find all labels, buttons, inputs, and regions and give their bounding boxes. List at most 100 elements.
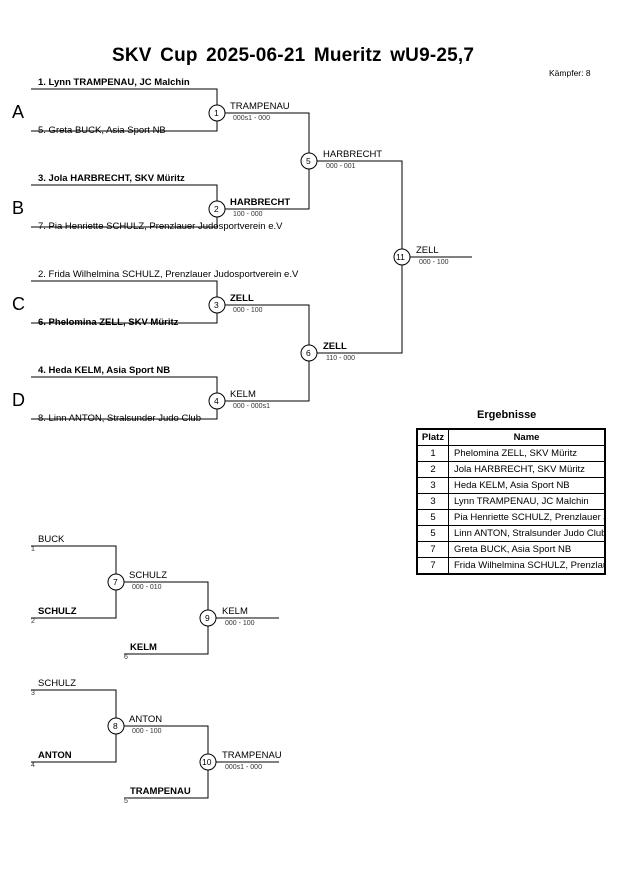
- rep-entry: KELM: [130, 642, 157, 653]
- rep-entry: SCHULZ: [38, 606, 77, 617]
- match-number: 4: [214, 396, 219, 406]
- place-cell: 3: [416, 493, 449, 510]
- group-label-c: C: [12, 294, 25, 314]
- winner-final: ZELL: [416, 245, 439, 256]
- match-number: 7: [113, 577, 118, 587]
- group-label-b: B: [12, 198, 25, 218]
- place-cell: 2: [416, 461, 449, 478]
- score-m10: 000s1 - 000: [225, 764, 262, 771]
- winner-m6: ZELL: [323, 341, 347, 352]
- entry-7: 7. Pia Henriette SCHULZ, Prenzlauer Judo…: [38, 221, 283, 232]
- page-title: SKV Cup 2025-06-21 Mueritz wU9-25,7: [112, 45, 475, 66]
- place-cell: 5: [416, 509, 449, 526]
- rep-entry: TRAMPENAU: [130, 786, 191, 797]
- match-circle-5: [300, 152, 318, 170]
- score-m2: 100 - 000: [233, 211, 263, 218]
- entry-4: 4. Heda KELM, Asia Sport NB: [38, 365, 171, 376]
- score-m5: 000 - 001: [326, 163, 356, 170]
- name-cell: Frida Wilhelmina SCHULZ, Prenzlauer Judo…: [448, 557, 606, 575]
- winner-m3: ZELL: [230, 293, 254, 304]
- place-cell: 7: [416, 541, 449, 558]
- name-cell: Pia Henriette SCHULZ, Prenzlauer Judospo…: [448, 509, 606, 526]
- match-circle-3: [208, 296, 226, 314]
- name-cell: Phelomina ZELL, SKV Müritz: [448, 445, 606, 462]
- rep-entry: SCHULZ: [38, 678, 77, 689]
- group-label-d: D: [12, 390, 25, 410]
- match-number: 2: [214, 204, 219, 214]
- rep-entry: BUCK: [38, 534, 65, 545]
- winner-m8: ANTON: [129, 714, 163, 725]
- name-cell: Linn ANTON, Stralsunder Judo Club: [448, 525, 606, 542]
- rep-seed: 5: [124, 798, 128, 805]
- winner-m9: KELM: [222, 606, 248, 617]
- entry-3: 3. Jola HARBRECHT, SKV Müritz: [38, 173, 185, 184]
- name-cell: Jola HARBRECHT, SKV Müritz: [448, 461, 606, 478]
- name-cell: Lynn TRAMPENAU, JC Malchin: [448, 493, 606, 510]
- winner-m5: HARBRECHT: [323, 149, 383, 160]
- rep-seed: 6: [124, 654, 128, 661]
- match-circle-2: [208, 200, 226, 218]
- match-number: 8: [113, 721, 118, 731]
- name-cell: Heda KELM, Asia Sport NB: [448, 477, 606, 494]
- match-circle-4: [208, 392, 226, 410]
- match-circle-11: [393, 248, 411, 266]
- winner-m2: HARBRECHT: [230, 197, 291, 208]
- match-number: 1: [214, 108, 219, 118]
- score-m4: 000 - 000s1: [233, 403, 270, 410]
- results-heading: Ergebnisse: [477, 409, 537, 421]
- entry-6: 6. Phelomina ZELL, SKV Müritz: [38, 317, 179, 328]
- match-number: 11: [396, 252, 405, 262]
- match-circle-8: [107, 717, 125, 735]
- match-circle-9: [199, 609, 217, 627]
- score-m9: 000 - 100: [225, 620, 255, 627]
- score-m7: 000 - 010: [132, 584, 162, 591]
- match-circle-6: [300, 344, 318, 362]
- results-header-row: Platz Name: [416, 428, 606, 446]
- winner-m1: TRAMPENAU: [230, 101, 290, 112]
- entry-2: 2. Frida Wilhelmina SCHULZ, Prenzlauer J…: [38, 269, 299, 280]
- rep-seed: 2: [31, 618, 35, 625]
- entry-5: 5. Greta BUCK, Asia Sport NB: [38, 125, 166, 136]
- entry-1: 1. Lynn TRAMPENAU, JC Malchin: [38, 77, 190, 88]
- match-circle-10: [199, 753, 217, 771]
- score-m6: 110 - 000: [326, 355, 356, 362]
- rep-seed: 4: [31, 762, 35, 769]
- group-label-a: A: [12, 102, 25, 122]
- winner-m4: KELM: [230, 389, 256, 400]
- rep-seed: 3: [31, 690, 35, 697]
- name-cell: Greta BUCK, Asia Sport NB: [448, 541, 606, 558]
- match-circle-7: [107, 573, 125, 591]
- match-circle-1: [208, 104, 226, 122]
- place-cell: 7: [416, 557, 449, 575]
- score-final: 000 - 100: [419, 259, 449, 266]
- entry-8: 8. Linn ANTON, Stralsunder Judo Club: [38, 413, 201, 424]
- place-cell: 1: [416, 445, 449, 462]
- match-number: 3: [214, 300, 219, 310]
- match-number: 6: [306, 348, 311, 358]
- col-name-header: Name: [448, 428, 606, 446]
- col-place-header: Platz: [416, 428, 449, 446]
- rep-seed: 1: [31, 546, 35, 553]
- match-number: 10: [202, 757, 212, 767]
- winner-m7: SCHULZ: [129, 570, 168, 581]
- place-cell: 3: [416, 477, 449, 494]
- match-number: 9: [205, 613, 210, 623]
- place-cell: 5: [416, 525, 449, 542]
- score-m8: 000 - 100: [132, 728, 162, 735]
- score-m3: 000 - 100: [233, 307, 263, 314]
- winner-m10: TRAMPENAU: [222, 750, 282, 761]
- match-number: 5: [306, 156, 311, 166]
- score-m1: 000s1 - 000: [233, 115, 270, 122]
- fighter-count: Kämpfer: 8: [549, 68, 591, 78]
- rep-entry: ANTON: [38, 750, 72, 761]
